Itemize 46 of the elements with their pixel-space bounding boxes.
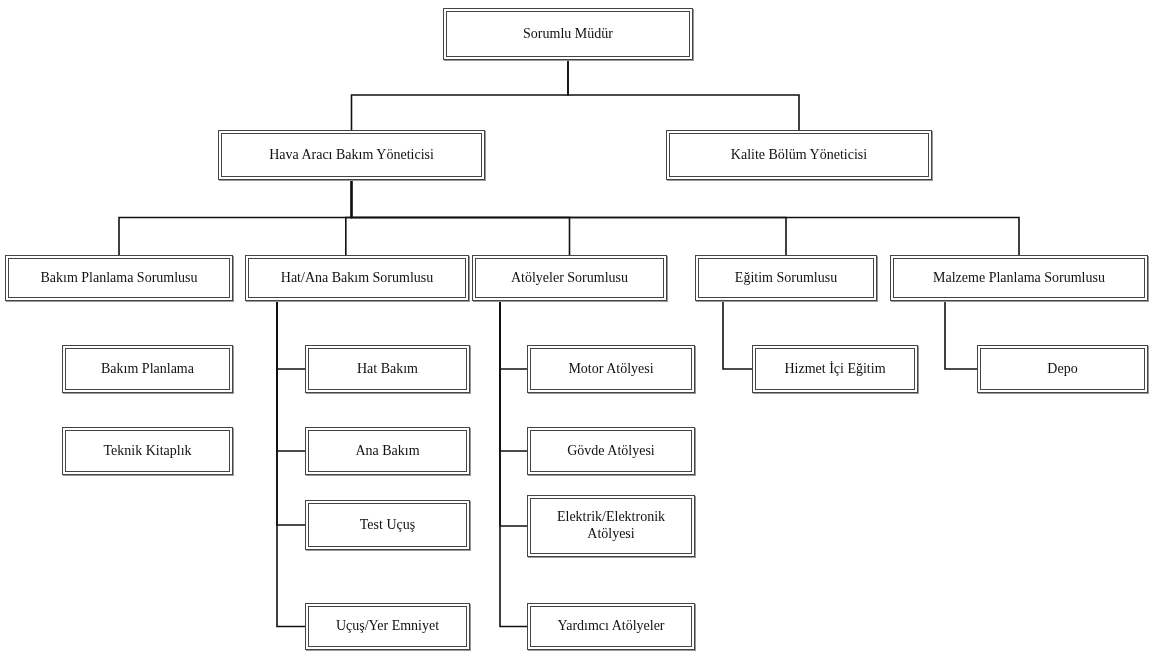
org-box xyxy=(62,427,233,475)
node-label: Ana Bakım xyxy=(355,442,420,460)
node-label: Hat/Ana Bakım Sorumlusu xyxy=(280,269,434,287)
org-box xyxy=(5,255,233,301)
connector-line xyxy=(722,300,753,370)
org-box xyxy=(752,345,918,393)
node-label: Hava Aracı Bakım Yöneticisi xyxy=(269,146,434,164)
node-label: Depo xyxy=(1047,360,1078,378)
org-box xyxy=(666,130,932,180)
org-box xyxy=(977,345,1148,393)
org-box xyxy=(443,8,693,60)
node-label: Elektrik/Elektronik Atölyesi xyxy=(555,509,667,543)
node-label: Bakım Planlama Sorumlusu xyxy=(40,269,198,287)
node-label: Motor Atölyesi xyxy=(568,360,654,378)
node-label: Malzeme Planlama Sorumlusu xyxy=(933,269,1105,287)
node-label: Yardımcı Atölyeler xyxy=(557,618,665,635)
org-box xyxy=(305,427,470,475)
connector-line xyxy=(350,179,1020,256)
node-label: Hizmet İçi Eğitim xyxy=(784,360,886,378)
org-box xyxy=(218,130,485,180)
org-box xyxy=(305,345,470,393)
node-label: Eğitim Sorumlusu xyxy=(734,269,838,287)
node-label: Atölyeler Sorumlusu xyxy=(510,269,628,287)
node-label: Gövde Atölyesi xyxy=(567,442,655,460)
connector-line xyxy=(567,59,800,131)
org-box xyxy=(62,345,233,393)
org-box xyxy=(527,603,695,650)
org-box xyxy=(305,603,470,650)
node-label: Teknik Kitaplık xyxy=(103,442,192,460)
connector-line xyxy=(944,300,978,370)
connector-line xyxy=(276,300,306,628)
org-box xyxy=(472,255,667,301)
node-label: Uçuş/Yer Emniyet xyxy=(335,618,440,635)
connector-line xyxy=(499,300,528,628)
node-label: Sorumlu Müdür xyxy=(523,25,613,43)
org-box xyxy=(527,495,695,557)
org-box xyxy=(245,255,469,301)
node-label: Test Uçuş xyxy=(359,516,416,534)
node-label: Bakım Planlama xyxy=(101,360,194,378)
org-box xyxy=(695,255,877,301)
org-box xyxy=(527,345,695,393)
node-label: Kalite Bölüm Yöneticisi xyxy=(730,146,868,164)
org-box xyxy=(890,255,1148,301)
node-label: Hat Bakım xyxy=(356,360,418,378)
org-box xyxy=(305,500,470,550)
org-box xyxy=(527,427,695,475)
